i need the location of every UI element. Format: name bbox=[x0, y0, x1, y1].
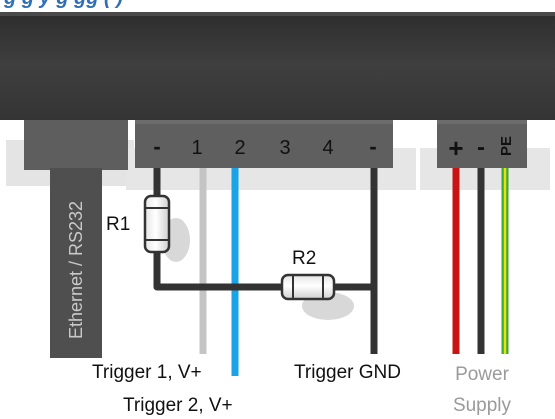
resistor-r1 bbox=[143, 194, 171, 254]
resistor-r2 bbox=[280, 273, 336, 301]
comm-connector bbox=[24, 120, 128, 170]
trigger-terminal-minus-right: - bbox=[369, 134, 376, 159]
power-label-line2: Supply bbox=[453, 395, 512, 416]
power-terminal-minus: - bbox=[477, 134, 485, 161]
comm-cable bbox=[50, 168, 102, 358]
power-terminal-lip bbox=[437, 120, 527, 124]
trigger-terminal-2: 2 bbox=[234, 137, 245, 159]
trigger-terminal-lip bbox=[135, 120, 393, 124]
power-terminal-pe: PE bbox=[498, 136, 515, 156]
comm-label: Ethernet / RS232 bbox=[66, 201, 86, 339]
trigger-terminal-1: 1 bbox=[191, 137, 202, 159]
housing-highlight bbox=[0, 12, 555, 16]
trigger-terminal-minus-left: - bbox=[153, 134, 160, 159]
r1-label: R1 bbox=[106, 214, 130, 235]
diagram-title: g g y g gg ( ) bbox=[3, 0, 123, 9]
power-label-line1: Power bbox=[455, 364, 510, 385]
power-terminal-block bbox=[437, 120, 527, 168]
trigger-terminal-3: 3 bbox=[279, 137, 290, 159]
power-terminal-plus: + bbox=[448, 133, 463, 163]
trigger-gnd-label: Trigger GND bbox=[294, 362, 401, 383]
device-housing bbox=[0, 12, 555, 120]
trigger-terminal-block bbox=[135, 120, 393, 168]
wire-r1-return bbox=[153, 252, 203, 291]
trigger-terminal-4: 4 bbox=[322, 137, 333, 159]
r2-label: R2 bbox=[292, 248, 316, 269]
trigger2-label: Trigger 2, V+ bbox=[123, 395, 233, 416]
trigger1-label: Trigger 1, V+ bbox=[92, 362, 202, 383]
